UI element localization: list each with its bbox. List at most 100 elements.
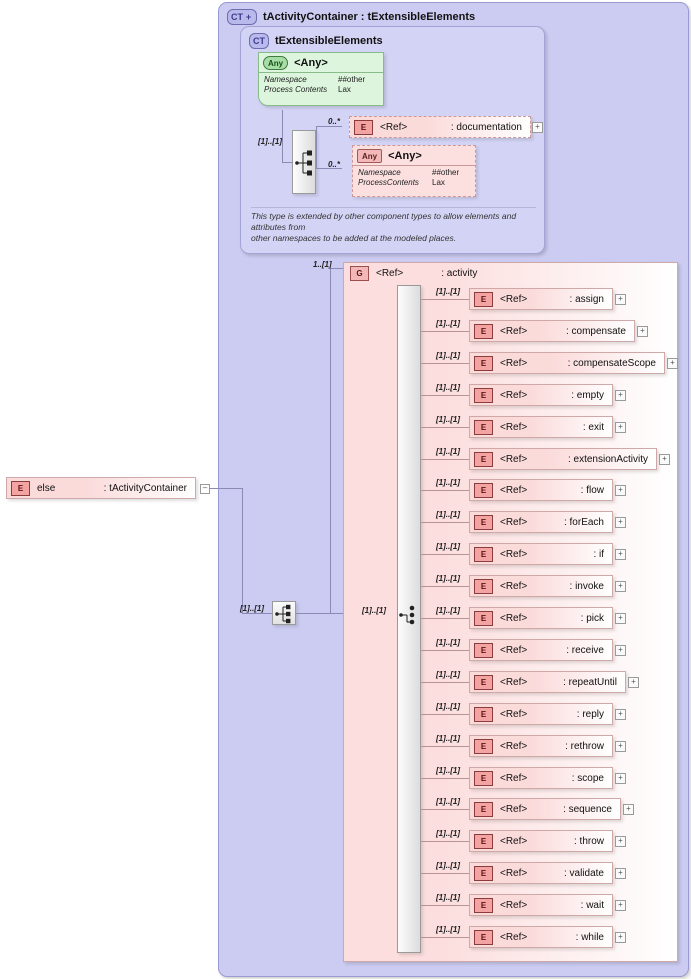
expand-icon[interactable]: +: [615, 390, 626, 401]
expand-icon[interactable]: +: [615, 613, 626, 624]
connector-line: [421, 873, 469, 874]
element-ref: <Ref>: [500, 548, 528, 560]
sequence-icon: [275, 604, 291, 624]
activity-item-assign[interactable]: E<Ref>: assign: [469, 288, 613, 310]
any-property-value: ##other: [432, 168, 460, 177]
activity-item-reply[interactable]: E<Ref>: reply: [469, 703, 613, 725]
activity-item-cardinality: [1]..[1]: [436, 702, 460, 711]
activity-item-rethrow[interactable]: E<Ref>: rethrow: [469, 735, 613, 757]
expand-icon[interactable]: +: [615, 581, 626, 592]
activity-item-foreach[interactable]: E<Ref>: forEach: [469, 511, 613, 533]
activity-item-exit[interactable]: E<Ref>: exit: [469, 416, 613, 438]
expand-icon[interactable]: +: [615, 422, 626, 433]
group-type: : activity: [441, 267, 478, 279]
expand-icon[interactable]: +: [615, 741, 626, 752]
group-badge: G: [350, 265, 369, 281]
activity-item-scope[interactable]: E<Ref>: scope: [469, 767, 613, 789]
expand-icon[interactable]: +: [615, 485, 626, 496]
expand-plus-icon[interactable]: +: [245, 11, 252, 22]
inner-complex-type-badge: CT: [249, 33, 269, 49]
activity-item-compensatescope[interactable]: E<Ref>: compensateScope: [469, 352, 665, 374]
element-type: : assign: [569, 293, 604, 305]
activity-item-while[interactable]: E<Ref>: while: [469, 926, 613, 948]
activity-item-if[interactable]: E<Ref>: if: [469, 543, 613, 565]
connector-line: [421, 841, 469, 842]
expand-documentation-icon[interactable]: +: [532, 122, 543, 133]
inner-sequence-compositor[interactable]: [292, 130, 316, 194]
any-property-row: Process Contents Lax: [264, 85, 378, 95]
expand-icon[interactable]: +: [615, 549, 626, 560]
activity-item-extensionactivity[interactable]: E<Ref>: extensionActivity: [469, 448, 657, 470]
expand-icon[interactable]: +: [637, 326, 648, 337]
any-property-value: Lax: [338, 84, 351, 94]
connector-line: [421, 586, 469, 587]
connector-line: [421, 522, 469, 523]
element-badge: E: [474, 482, 493, 498]
element-ref: <Ref>: [500, 676, 528, 688]
element-badge: E: [474, 514, 493, 530]
expand-icon[interactable]: +: [615, 517, 626, 528]
choice-compositor-cardinality: [1]..[1]: [362, 606, 386, 615]
expand-icon[interactable]: +: [628, 677, 639, 688]
element-documentation[interactable]: E <Ref> : documentation: [349, 116, 531, 138]
root-element-else[interactable]: E else : tActivityContainer: [6, 477, 196, 499]
activity-item-wait[interactable]: E<Ref>: wait: [469, 894, 613, 916]
activity-item-cardinality: [1]..[1]: [436, 766, 460, 775]
connector-line: [421, 746, 469, 747]
sequence-compositor[interactable]: [272, 601, 296, 625]
activity-item-receive[interactable]: E<Ref>: receive: [469, 639, 613, 661]
expand-icon[interactable]: +: [615, 836, 626, 847]
activity-item-cardinality: [1]..[1]: [436, 893, 460, 902]
element-type: : reply: [576, 708, 604, 720]
documentation-cardinality: 0..*: [328, 117, 341, 126]
element-ref: <Ref>: [500, 772, 528, 784]
expand-icon[interactable]: +: [615, 709, 626, 720]
activity-item-cardinality: [1]..[1]: [436, 574, 460, 583]
activity-item-repeatuntil[interactable]: E<Ref>: repeatUntil: [469, 671, 626, 693]
element-badge: E: [474, 578, 493, 594]
activity-item-invoke[interactable]: E<Ref>: invoke: [469, 575, 613, 597]
expand-icon[interactable]: +: [615, 645, 626, 656]
activity-item-flow[interactable]: E<Ref>: flow: [469, 479, 613, 501]
activity-item-cardinality: [1]..[1]: [436, 510, 460, 519]
expand-icon[interactable]: +: [615, 294, 626, 305]
activity-item-validate[interactable]: E<Ref>: validate: [469, 862, 613, 884]
activity-item-pick[interactable]: E<Ref>: pick: [469, 607, 613, 629]
element-ref: <Ref>: [500, 803, 528, 815]
expand-icon[interactable]: +: [615, 773, 626, 784]
element-type: : compensateScope: [567, 357, 656, 369]
element-ref: <Ref>: [500, 612, 528, 624]
element-badge: E: [474, 642, 493, 658]
choice-compositor[interactable]: [397, 285, 421, 953]
any-property-value: Lax: [432, 177, 445, 187]
element-type: : compensate: [565, 325, 626, 337]
any-property-key: Process Contents: [264, 84, 328, 94]
element-ref: <Ref>: [500, 389, 528, 401]
expand-icon[interactable]: +: [615, 868, 626, 879]
element-type: : flow: [580, 484, 604, 496]
any-child-cardinality: 0..*: [328, 160, 341, 169]
expand-icon[interactable]: +: [615, 900, 626, 911]
element-badge: E: [474, 897, 493, 913]
connector-line: [421, 490, 469, 491]
any-name: <Any>: [294, 57, 328, 69]
connector-line: [421, 395, 469, 396]
expand-icon[interactable]: +: [667, 358, 678, 369]
element-badge: E: [474, 419, 493, 435]
activity-item-empty[interactable]: E<Ref>: empty: [469, 384, 613, 406]
element-badge: E: [474, 833, 493, 849]
connector-line: [209, 488, 243, 489]
collapse-toggle[interactable]: –: [200, 484, 210, 494]
activity-item-cardinality: [1]..[1]: [436, 447, 460, 456]
activity-item-throw[interactable]: E<Ref>: throw: [469, 830, 613, 852]
activity-item-cardinality: [1]..[1]: [436, 606, 460, 615]
connector-line: [330, 268, 343, 269]
element-type: : wait: [580, 899, 604, 911]
inner-type-header: CT tExtensibleElements: [249, 33, 383, 49]
expand-icon[interactable]: +: [659, 454, 670, 465]
activity-item-compensate[interactable]: E<Ref>: compensate: [469, 320, 635, 342]
expand-icon[interactable]: +: [615, 932, 626, 943]
expand-icon[interactable]: +: [623, 804, 634, 815]
connector-line: [330, 268, 331, 613]
activity-item-sequence[interactable]: E<Ref>: sequence: [469, 798, 621, 820]
